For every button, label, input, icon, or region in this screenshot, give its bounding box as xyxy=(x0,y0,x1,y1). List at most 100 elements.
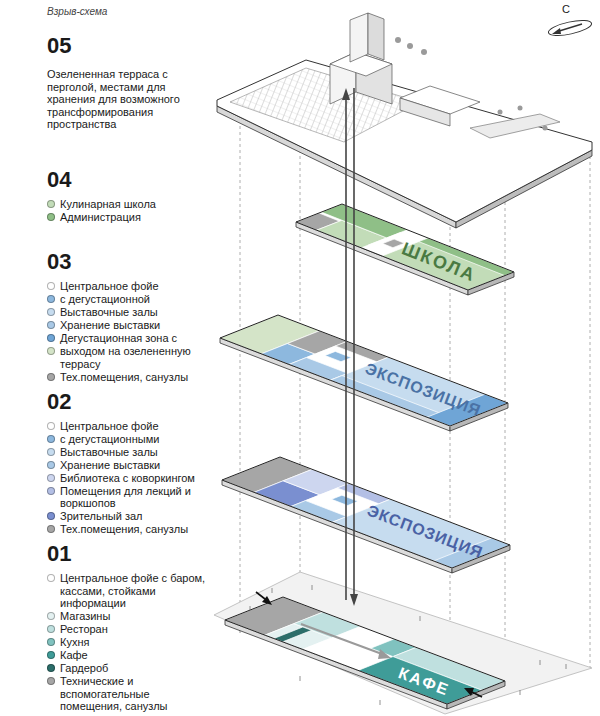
legend-item: выходом на озелененную террасу xyxy=(47,345,212,370)
legend-swatch xyxy=(47,334,55,342)
legend-swatch xyxy=(47,461,55,469)
legend-swatch xyxy=(47,321,55,329)
trees xyxy=(395,37,548,131)
legend-text: Центральное фойе xyxy=(60,280,210,293)
room xyxy=(321,204,407,238)
arrow-head xyxy=(350,594,358,606)
legend-item: Центральное фойе xyxy=(47,420,212,433)
legend-swatch xyxy=(47,638,55,646)
legend-item: Центральное фойе с баром, кассами, стойк… xyxy=(47,572,212,610)
plate-outline xyxy=(220,315,508,426)
tree xyxy=(518,106,523,111)
legend-swatch xyxy=(47,295,55,303)
legend-item: Дегустационная зона с xyxy=(47,332,212,345)
building-block xyxy=(400,98,450,126)
tree xyxy=(395,37,401,43)
legend-item: с дегустационными xyxy=(47,433,212,446)
plate-top xyxy=(220,315,508,426)
legend-swatch xyxy=(47,213,55,221)
legend-item: Гардероб xyxy=(47,662,212,675)
room xyxy=(337,483,390,503)
room xyxy=(335,341,388,361)
legend-swatch xyxy=(47,651,55,659)
legend-text: Тех.помещения, санузлы xyxy=(60,371,210,384)
room xyxy=(291,501,347,523)
arrow-head xyxy=(342,88,350,100)
legend-swatch xyxy=(47,308,55,316)
legend-text: с дегустационной xyxy=(60,293,210,306)
legend-swatch xyxy=(47,664,55,672)
legend-text: Хранение выставки xyxy=(60,319,210,332)
compass-letter: С xyxy=(562,3,570,15)
legend-item: Ресторан xyxy=(47,623,212,636)
ground-plane xyxy=(214,572,592,714)
legend-swatch xyxy=(47,625,55,633)
legend-text: Кулинарная школа xyxy=(60,198,210,211)
tree xyxy=(300,676,301,681)
room xyxy=(358,657,482,704)
legend-text: Центральное фойе с баром, кассами, стойк… xyxy=(60,572,210,610)
terrace-planter xyxy=(470,114,560,138)
tree xyxy=(566,664,567,669)
legend-swatch xyxy=(47,574,55,582)
plate-top xyxy=(222,457,510,568)
legend-swatch xyxy=(47,612,55,620)
tree xyxy=(420,616,421,621)
legend-swatch xyxy=(47,200,55,208)
legend-swatch xyxy=(47,435,55,443)
diagram-title: Взрыв-схема xyxy=(47,6,107,17)
terrace-roof xyxy=(217,60,592,222)
tree xyxy=(543,126,548,131)
legend-swatch xyxy=(47,448,55,456)
tree xyxy=(272,588,273,593)
tree xyxy=(407,43,413,49)
legend-item: Администрация xyxy=(47,211,212,224)
legend-text: Зрительный зал xyxy=(60,510,210,523)
legend-text: Магазины xyxy=(60,610,210,623)
tree xyxy=(421,49,427,55)
plate-outline xyxy=(296,204,514,290)
legend-item: Кафе xyxy=(47,649,212,662)
legend-text: с дегустационными xyxy=(60,433,210,446)
compass-needle xyxy=(552,28,561,34)
entry-arrow xyxy=(256,592,265,599)
ground xyxy=(214,572,592,714)
floor-plate: ЭКСПОЗИЦИЯ xyxy=(220,455,512,575)
floor-plate: КАФЕ xyxy=(223,595,507,711)
floor-number: 05 xyxy=(47,34,71,58)
legend-text: Выставочные залы xyxy=(60,306,210,319)
guide-line xyxy=(240,108,241,612)
tree xyxy=(540,660,541,665)
compass-ring xyxy=(547,18,593,39)
legend-item: Технические и вспомогательные помещения,… xyxy=(47,675,212,713)
legend-item: Выставочные залы xyxy=(47,446,212,459)
legend-swatch xyxy=(47,282,55,290)
legend-swatch xyxy=(47,677,55,685)
legend-item: Зрительный зал xyxy=(47,510,212,523)
floor-number: 02 xyxy=(47,390,71,414)
floor-number: 04 xyxy=(47,168,71,192)
legend-text: Кафе xyxy=(60,649,210,662)
plate-outline xyxy=(222,457,510,568)
legend-item: Выставочные залы xyxy=(47,306,212,319)
legend-item: Хранение выставки xyxy=(47,319,212,332)
legend-item: Тех.помещения, санузлы xyxy=(47,371,212,384)
building-tower xyxy=(368,13,384,60)
legend-item: Кухня xyxy=(47,636,212,649)
plate-shape xyxy=(223,595,507,711)
room xyxy=(332,499,510,568)
legend-text: Тех.помещения, санузлы xyxy=(60,523,210,536)
legend-item: с дегустационной xyxy=(47,293,212,306)
building-tower xyxy=(350,13,368,62)
legend-swatch xyxy=(47,512,55,520)
room xyxy=(325,351,352,361)
legend-text: Администрация xyxy=(60,211,210,224)
legend-swatch xyxy=(47,525,55,533)
legend-text: Дегустационная зона с xyxy=(60,332,210,345)
legend-text: Выставочные залы xyxy=(60,446,210,459)
legend-item: Центральное фойе xyxy=(47,280,212,293)
tree xyxy=(312,585,313,590)
legend-text: Гардероб xyxy=(60,662,210,675)
tree xyxy=(380,700,381,705)
